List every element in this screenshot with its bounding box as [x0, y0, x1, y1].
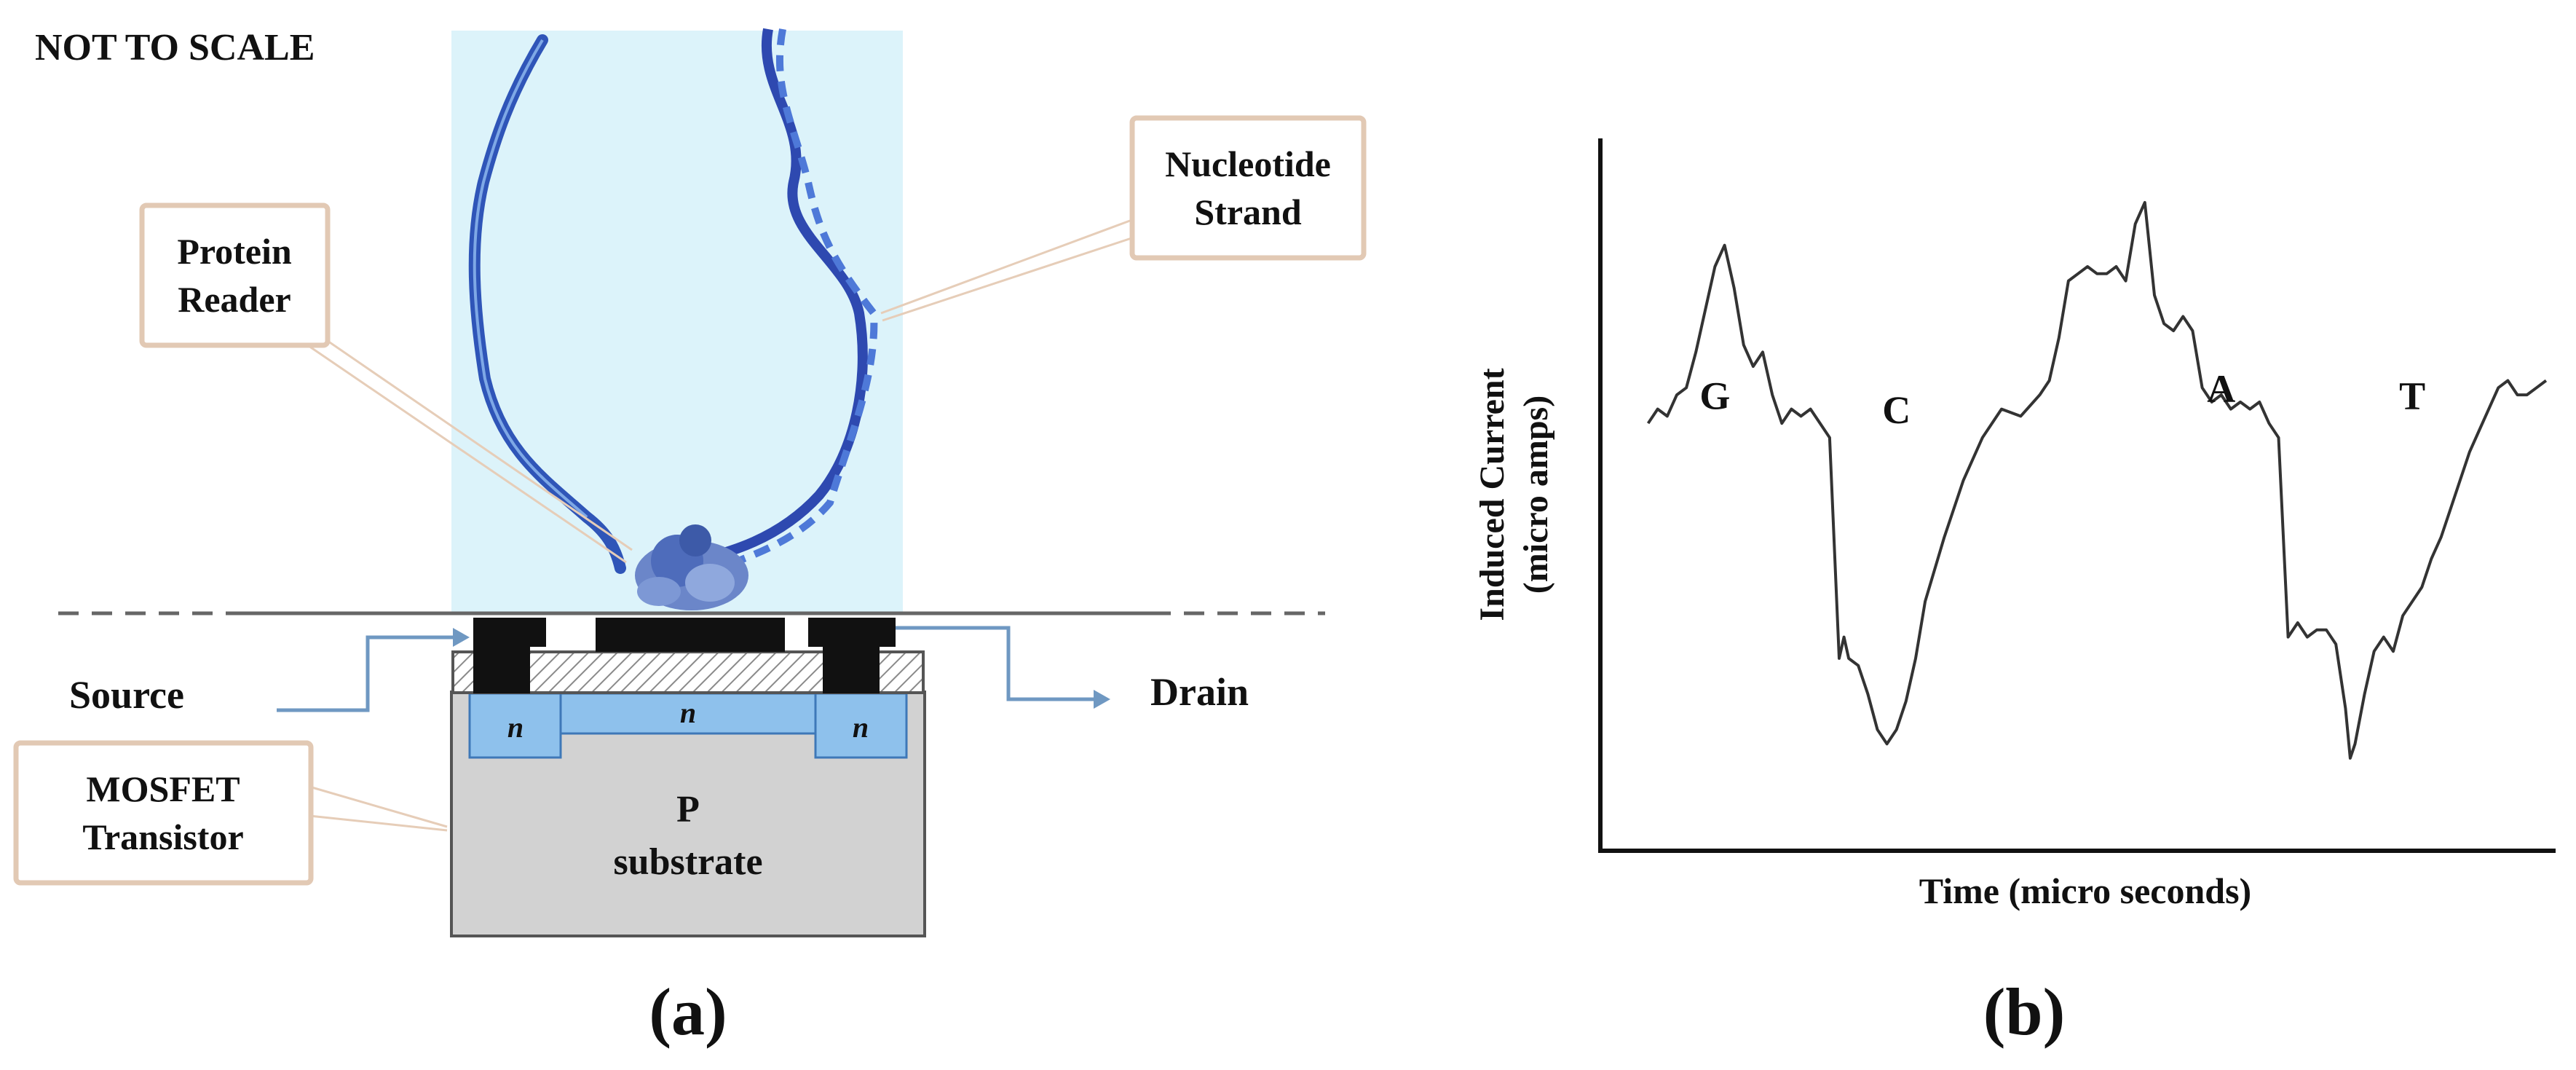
- not-to-scale-note: NOT TO SCALE: [35, 27, 315, 68]
- n-source-region: [468, 692, 562, 759]
- callout-protein-reader: Protein Reader: [139, 202, 331, 348]
- base-annotation-c: C: [1882, 388, 1911, 432]
- panel-a: NOT TO SCALE: [13, 27, 1367, 1049]
- mosfet-device: n n n P substrate: [450, 618, 926, 937]
- drain-wire: [896, 626, 1099, 701]
- single-strand-left-highlight: [473, 39, 588, 519]
- leader-lines: [276, 217, 1137, 832]
- n-drain-region: [814, 692, 908, 759]
- y-axis-label-line2: (micro amps): [1517, 396, 1555, 594]
- double-helix-backbone-2: [698, 28, 878, 579]
- mosfet-label: MOSFET: [86, 768, 240, 809]
- drain-cap: [808, 618, 896, 647]
- y-axis-label-line1: Induced Current: [1473, 368, 1512, 621]
- double-helix-backbone-1: [690, 28, 868, 566]
- callout-mosfet: MOSFET Transistor: [13, 740, 314, 886]
- strand-label: Strand: [1194, 192, 1301, 232]
- source-cap: [473, 618, 546, 647]
- source-arrowhead: [453, 628, 470, 647]
- protein-label: Protein: [177, 231, 292, 272]
- gate-electrode: [596, 618, 785, 652]
- base-annotation-t: T: [2399, 374, 2425, 418]
- current-trace-line: [1646, 201, 2548, 760]
- base-annotation-a: A: [2207, 367, 2235, 411]
- y-axis-label-group: Induced Current (micro amps): [1473, 368, 1555, 621]
- source-wire: [277, 635, 459, 712]
- transistor-label: Transistor: [82, 817, 243, 857]
- p-label: P: [676, 789, 700, 830]
- panel-b: Time (micro seconds) Induced Current (mi…: [1473, 138, 2556, 1049]
- substrate-label: substrate: [613, 841, 762, 883]
- base-annotation-g: G: [1699, 374, 1730, 418]
- source-label: Source: [69, 673, 184, 717]
- reader-label: Reader: [178, 279, 291, 320]
- drain-label: Drain: [1150, 670, 1249, 714]
- nucleotide-label: Nucleotide: [1165, 143, 1331, 184]
- n-label-source: n: [507, 711, 524, 744]
- panel-b-label: (b): [1983, 975, 2065, 1049]
- protein-reader-blob: [635, 524, 748, 610]
- x-axis-label: Time (micro seconds): [1919, 870, 2251, 911]
- panel-a-label: (a): [649, 975, 727, 1049]
- n-label-drain: n: [853, 711, 869, 744]
- callout-nucleotide-strand: Nucleotide Strand: [1129, 115, 1367, 261]
- drain-arrowhead: [1094, 690, 1110, 709]
- solution-region: [451, 31, 903, 613]
- n-label-channel: n: [680, 696, 696, 729]
